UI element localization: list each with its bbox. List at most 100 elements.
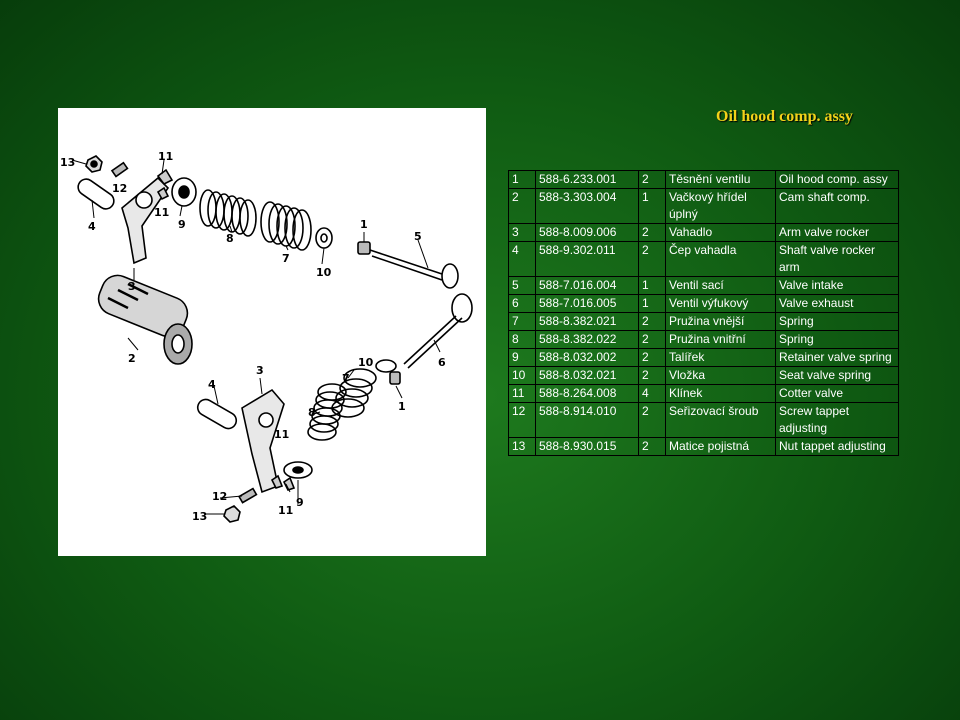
label-10-top: 10 xyxy=(316,266,332,279)
intake-valve xyxy=(369,249,459,289)
spring-seat-top xyxy=(315,227,333,249)
camshaft xyxy=(97,274,193,365)
part-code: 588-8.032.021 xyxy=(535,366,639,385)
part-number: 5 xyxy=(508,276,536,295)
part-number: 10 xyxy=(508,366,536,385)
page-title: Oil hood comp. assy xyxy=(716,108,853,125)
retainer-part-bottom xyxy=(283,461,313,479)
part-name-czech: Vačkový hřídel úplný xyxy=(665,188,776,224)
part-quantity: 2 xyxy=(638,312,666,331)
label-11-bottom-a: 11 xyxy=(274,428,289,441)
part-number: 9 xyxy=(508,348,536,367)
part-quantity: 1 xyxy=(638,294,666,313)
leader-lines xyxy=(71,159,441,515)
part-code: 588-6.233.001 xyxy=(535,170,639,189)
part-quantity: 4 xyxy=(638,384,666,403)
part-number: 8 xyxy=(508,330,536,349)
part-quantity: 2 xyxy=(638,223,666,242)
part-name-czech: Čep vahadla xyxy=(665,241,776,277)
part-name-english: Arm valve rocker xyxy=(775,223,899,242)
part-number: 2 xyxy=(508,188,536,224)
label-12-top: 12 xyxy=(112,182,127,195)
part-number: 4 xyxy=(508,241,536,277)
inner-spring-bottom xyxy=(331,368,377,418)
oil-hood-top xyxy=(357,241,371,255)
part-name-czech: Ventil výfukový xyxy=(665,294,776,313)
part-number: 7 xyxy=(508,312,536,331)
part-name-english: Seat valve spring xyxy=(775,366,899,385)
part-name-english: Oil hood comp. assy xyxy=(775,170,899,189)
part-number: 6 xyxy=(508,294,536,313)
part-name-czech: Vahadlo xyxy=(665,223,776,242)
part-code: 588-7.016.005 xyxy=(535,294,639,313)
part-name-czech: Klínek xyxy=(665,384,776,403)
label-4-bottom: 4 xyxy=(208,378,216,391)
shaft-part-bottom xyxy=(196,398,238,430)
part-name-czech: Ventil sací xyxy=(665,276,776,295)
part-name-czech: Seřizovací šroub xyxy=(665,402,776,438)
part-name-english: Cotter valve xyxy=(775,384,899,403)
part-quantity: 2 xyxy=(638,366,666,385)
part-name-english: Spring xyxy=(775,330,899,349)
part-name-english: Shaft valve rocker arm xyxy=(775,241,899,277)
rocker-arm-top xyxy=(121,176,170,265)
outer-spring-bottom xyxy=(307,383,347,441)
part-name-english: Valve intake xyxy=(775,276,899,295)
label-4-top: 4 xyxy=(88,220,96,233)
label-2: 2 xyxy=(128,352,136,365)
part-quantity: 1 xyxy=(638,188,666,224)
part-code: 588-8.930.015 xyxy=(535,437,639,456)
part-name-czech: Matice pojistná xyxy=(665,437,776,456)
label-3-bottom: 3 xyxy=(256,364,264,377)
label-11-top-a: 11 xyxy=(158,150,173,163)
part-code: 588-8.382.021 xyxy=(535,312,639,331)
spring-seat-bottom xyxy=(375,359,397,373)
part-quantity: 2 xyxy=(638,170,666,189)
label-8-top: 8 xyxy=(226,232,234,245)
part-code: 588-8.264.008 xyxy=(535,384,639,403)
part-name-english: Cam shaft comp. xyxy=(775,188,899,224)
label-13-top: 13 xyxy=(60,156,75,169)
part-number: 3 xyxy=(508,223,536,242)
exploded-parts-diagram: 13 11 12 11 4 9 8 7 10 1 5 3 2 6 10 7 1 … xyxy=(58,108,486,556)
part-number: 1 xyxy=(508,170,536,189)
part-quantity: 1 xyxy=(638,276,666,295)
label-9-top: 9 xyxy=(178,218,186,231)
part-code: 588-3.303.004 xyxy=(535,188,639,224)
part-code: 588-8.009.006 xyxy=(535,223,639,242)
part-code: 588-8.914.010 xyxy=(535,402,639,438)
label-7-bottom: 7 xyxy=(342,372,350,385)
inner-spring-top xyxy=(260,201,312,251)
nut-part-bottom xyxy=(223,505,241,523)
part-name-english: Nut tappet adjusting xyxy=(775,437,899,456)
label-1-top: 1 xyxy=(360,218,368,231)
label-5: 5 xyxy=(414,230,422,243)
part-quantity: 2 xyxy=(638,348,666,367)
screw-part-bottom xyxy=(237,487,258,504)
label-12-bottom: 12 xyxy=(212,490,227,503)
label-1-bottom: 1 xyxy=(398,400,406,413)
part-name-czech: Vložka xyxy=(665,366,776,385)
nut-part-top xyxy=(85,155,103,173)
part-code: 588-8.032.002 xyxy=(535,348,639,367)
part-code: 588-9.302.011 xyxy=(535,241,639,277)
outer-spring-top xyxy=(199,189,257,237)
oil-hood-bottom xyxy=(389,371,401,385)
part-quantity: 2 xyxy=(638,330,666,349)
rocker-arm-bottom xyxy=(241,388,285,494)
part-name-czech: Těsnění ventilu xyxy=(665,170,776,189)
part-name-czech: Talířek xyxy=(665,348,776,367)
screw-part-top xyxy=(110,161,129,178)
